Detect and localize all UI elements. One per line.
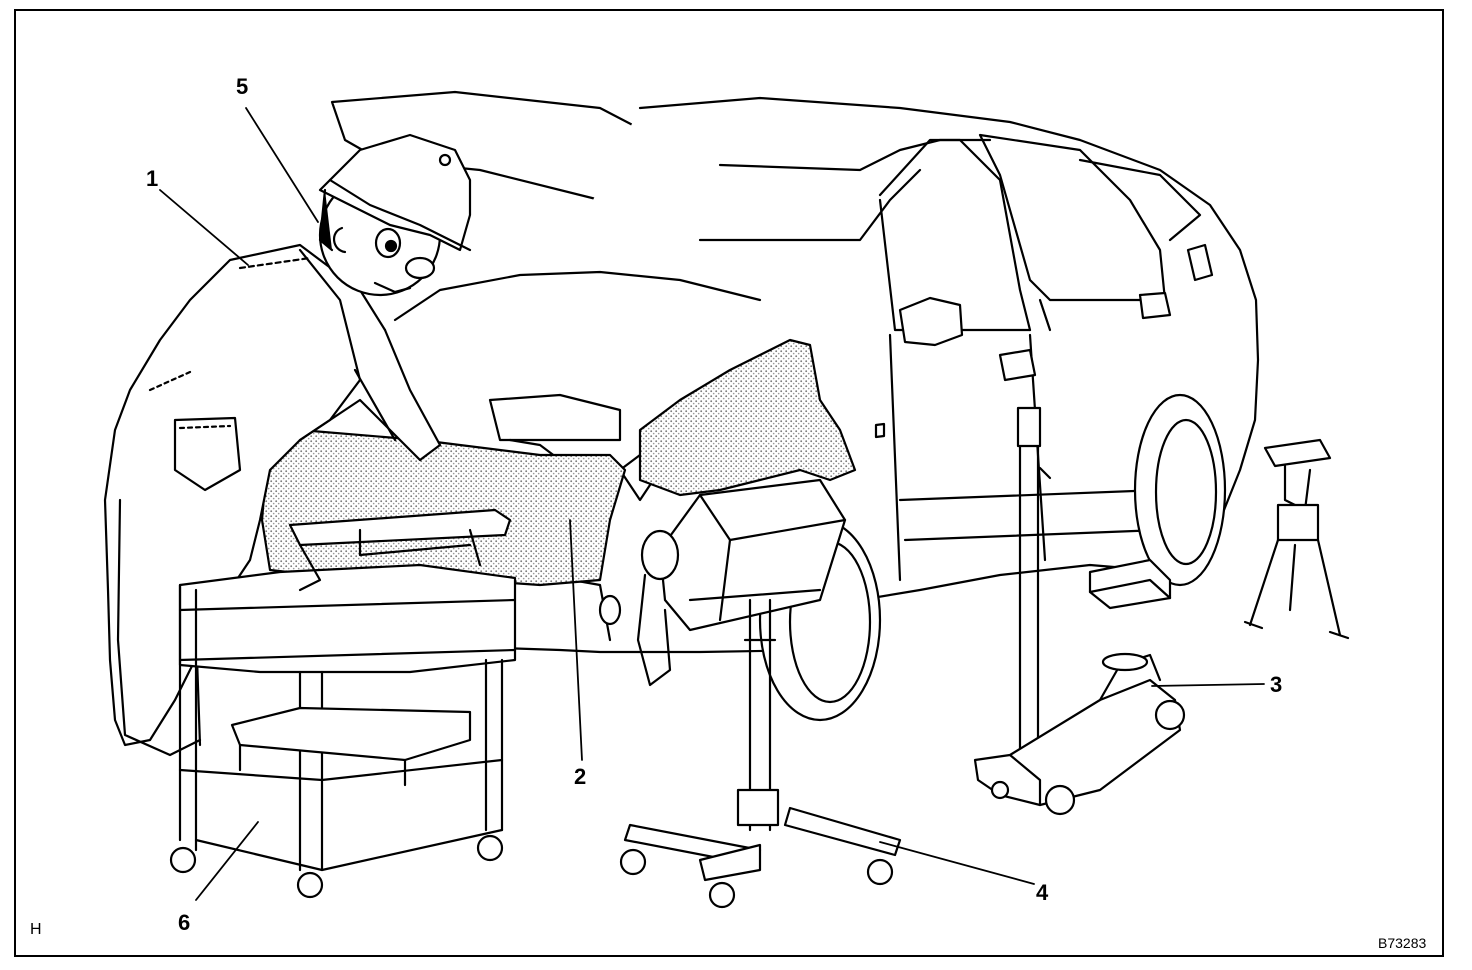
leader-lines	[159, 107, 1265, 901]
work-light-stand	[619, 478, 902, 909]
floor-jack	[973, 406, 1186, 816]
fender-cover	[638, 338, 857, 497]
leader-4	[879, 841, 1035, 885]
corner-marker: H	[30, 921, 42, 938]
figure-code: B73283	[1378, 935, 1427, 951]
callout-6: 6	[178, 910, 191, 935]
callout-5: 5	[236, 74, 249, 99]
cap	[318, 133, 472, 252]
figure-frame	[14, 9, 1444, 957]
leader-6	[195, 821, 259, 901]
callout-1: 1	[146, 166, 159, 191]
callout-3: 3	[1270, 672, 1283, 697]
jack-stand	[1243, 438, 1350, 640]
leader-1	[159, 189, 249, 266]
vehicle	[330, 90, 1260, 722]
leader-2	[569, 519, 583, 761]
leader-5	[245, 107, 319, 223]
callout-4: 4	[1036, 880, 1049, 905]
leader-3	[1151, 683, 1265, 687]
parts-cart	[169, 508, 517, 899]
callout-2: 2	[574, 764, 587, 789]
